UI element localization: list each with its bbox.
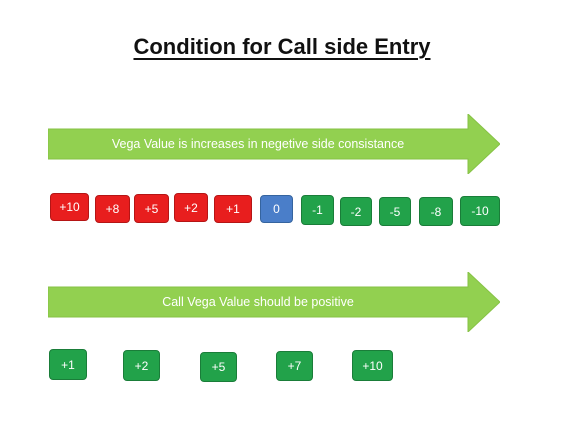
value-box: 0: [260, 195, 293, 223]
diagram-title: Condition for Call side Entry: [133, 34, 431, 59]
value-box: +10: [50, 193, 89, 221]
value-box: -5: [379, 197, 411, 226]
arrow-top: Vega Value is increases in negetive side…: [48, 114, 500, 174]
arrow-bottom: Call Vega Value should be positive: [48, 272, 500, 332]
value-box: -2: [340, 197, 372, 226]
arrow-bottom-label: Call Vega Value should be positive: [162, 295, 354, 309]
value-box: +7: [276, 351, 313, 381]
value-box: +1: [214, 195, 252, 223]
value-box: -1: [301, 195, 334, 225]
value-box: +10: [352, 350, 393, 381]
value-box: +1: [49, 349, 87, 380]
value-box: +2: [174, 193, 208, 222]
value-box: +2: [123, 350, 160, 381]
value-box: +5: [200, 352, 237, 382]
value-box: +5: [134, 194, 169, 223]
value-box: +8: [95, 195, 130, 223]
value-box: -8: [419, 197, 453, 226]
value-box: -10: [460, 196, 500, 226]
arrow-top-label: Vega Value is increases in negetive side…: [111, 137, 405, 151]
